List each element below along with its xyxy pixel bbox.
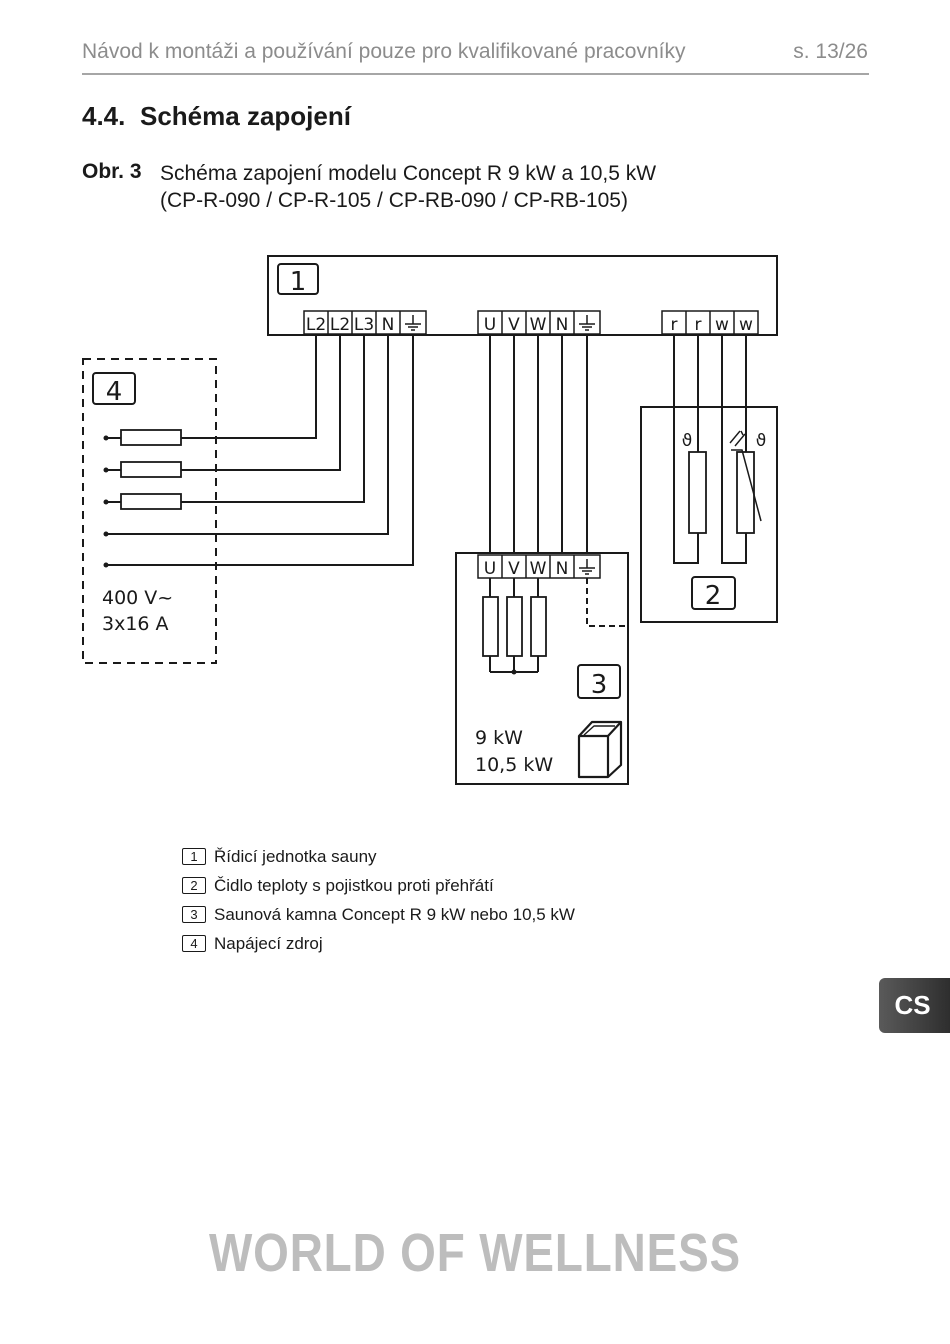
footer-brand: WORLD OF WELLNESS	[208, 1223, 742, 1283]
figure-legend: 1 Řídicí jednotka sauny 2 Čidlo teploty …	[182, 842, 575, 958]
section-title: Schéma zapojení	[140, 101, 351, 131]
sensor-terminal-r2: r	[695, 315, 702, 335]
heater-terminal-V: V	[508, 315, 520, 335]
heating-elements-junctions	[511, 669, 517, 675]
heater-box-terminal-N: N	[556, 559, 569, 579]
legend-text: Čidlo teploty s pojistkou proti přehřátí	[214, 875, 494, 895]
sensor-number-frame	[691, 576, 736, 610]
heater-number-frame	[577, 664, 621, 699]
theta-icon: ϑ	[756, 431, 767, 451]
wiring-diagram: 1 L2 L2 L3 N U V W N r r w	[82, 255, 778, 785]
legend-number: 4	[182, 935, 206, 952]
legend-text: Řídicí jednotka sauny	[214, 846, 377, 866]
section-number: 4.4.	[82, 101, 126, 131]
power-supply-box	[82, 358, 217, 664]
heater-terminal-U: U	[484, 315, 496, 335]
bimetal-icon	[729, 430, 746, 447]
legend-item: 4 Napájecí zdroj	[182, 929, 575, 958]
heater-terminal-strip	[477, 310, 601, 335]
sensor-terminal-w1: w	[715, 315, 729, 335]
heater-number: 3	[591, 670, 608, 700]
legend-item: 3 Saunová kamna Concept R 9 kW nebo 10,5…	[182, 900, 575, 929]
theta-icon: ϑ	[682, 431, 693, 451]
supply-voltage-label: 400 V~	[102, 587, 173, 609]
supply-terminal-N: N	[382, 315, 395, 335]
supply-wire-ends	[103, 435, 109, 568]
supply-wires	[106, 335, 414, 566]
heating-elements	[482, 578, 547, 673]
sauna-stove-icon	[577, 720, 623, 779]
heater-box-terminal-U: U	[484, 559, 496, 579]
heater-box-terminal-V: V	[508, 559, 520, 579]
heater-box-terminal-W: W	[530, 559, 547, 579]
sensor-terminal-r1: r	[671, 315, 678, 335]
heater-wires	[489, 335, 588, 553]
supply-terminal-L3: L3	[354, 315, 374, 335]
header-divider	[82, 73, 869, 75]
sensor-wires	[673, 335, 747, 564]
power-supply-number: 4	[106, 377, 123, 407]
temperature-sensor-element	[688, 451, 707, 534]
sensor-terminal-w2: w	[739, 315, 753, 335]
header-title: Návod k montáži a používání pouze pro kv…	[82, 40, 686, 63]
ground-icon	[579, 559, 595, 575]
section-heading: 4.4. Schéma zapojení	[82, 101, 351, 132]
heater-terminal-W: W	[530, 315, 547, 335]
legend-text: Saunová kamna Concept R 9 kW nebo 10,5 k…	[214, 904, 575, 924]
page-number: s. 13/26	[793, 40, 868, 63]
supply-terminal-strip	[303, 310, 427, 335]
heater-terminal-N: N	[556, 315, 569, 335]
figure-label: Obr. 3	[82, 160, 142, 183]
control-unit-number: 1	[290, 267, 307, 297]
supply-terminal-L2a: L2	[306, 315, 326, 335]
heater-power-10-5: 10,5 kW	[475, 754, 553, 776]
figure-caption-line-2: (CP-R-090 / CP-R-105 / CP-RB-090 / CP-RB…	[160, 189, 628, 212]
legend-item: 1 Řídicí jednotka sauny	[182, 842, 575, 871]
language-tab: CS	[879, 978, 950, 1033]
sensor-box	[640, 406, 778, 623]
figure-caption-line-1: Schéma zapojení modelu Concept R 9 kW a …	[160, 162, 657, 185]
supply-terminal-L2b: L2	[330, 315, 350, 335]
power-supply-number-frame	[92, 372, 136, 405]
legend-number: 3	[182, 906, 206, 923]
legend-number: 2	[182, 877, 206, 894]
thermistor-slash	[731, 449, 762, 522]
ground-icon	[405, 315, 421, 331]
control-unit-number-frame	[277, 263, 319, 295]
legend-item: 2 Čidlo teploty s pojistkou proti přehřá…	[182, 871, 575, 900]
legend-number: 1	[182, 848, 206, 865]
heater-power-9: 9 kW	[475, 727, 523, 749]
sensor-number: 2	[705, 581, 722, 611]
legend-text: Napájecí zdroj	[214, 933, 323, 953]
supply-current-label: 3x16 A	[102, 613, 169, 635]
ground-icon	[579, 315, 595, 331]
control-unit-box	[267, 255, 778, 336]
heater-ground-dashed	[586, 578, 627, 627]
heater-box	[455, 552, 629, 785]
sensor-terminal-strip	[661, 310, 759, 335]
figure-caption: Schéma zapojení modelu Concept R 9 kW a …	[160, 160, 656, 214]
